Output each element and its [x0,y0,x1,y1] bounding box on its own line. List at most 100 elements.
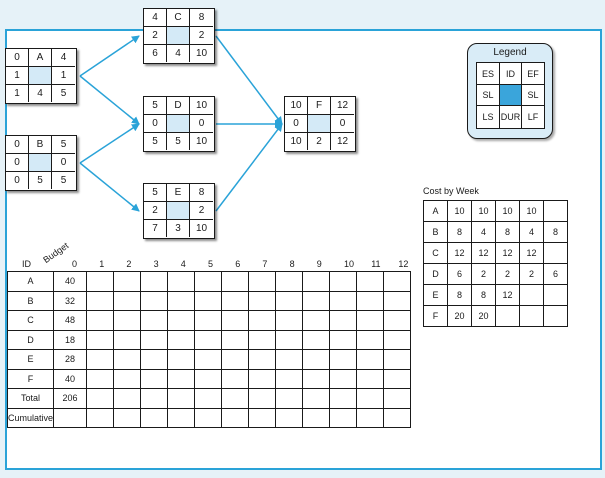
budget-week-cell[interactable] [167,329,196,350]
arrow-b-e [79,162,140,212]
budget-week-cell[interactable] [86,290,115,311]
legend-sl-right: SL [522,85,544,106]
budget-week-cell[interactable] [113,349,142,370]
budget-week-cell[interactable] [194,388,223,409]
budget-week-cell[interactable] [356,271,385,292]
budget-week-cell[interactable] [113,271,142,292]
budget-week-cell[interactable] [167,310,196,331]
budget-week-cell[interactable] [329,271,358,292]
budget-week-cell[interactable] [221,290,250,311]
budget-week-cell[interactable] [329,290,358,311]
budget-week-cell[interactable] [275,329,304,350]
budget-week-cell[interactable] [167,290,196,311]
budget-week-cell[interactable] [356,290,385,311]
budget-week-cell[interactable] [86,388,115,409]
budget-week-cell[interactable] [356,349,385,370]
budget-week-cell[interactable] [86,310,115,331]
budget-week-cell[interactable] [356,329,385,350]
budget-week-cell[interactable] [302,271,331,292]
budget-week-cell[interactable] [248,310,277,331]
budget-week-cell[interactable] [113,388,142,409]
budget-week-cell[interactable] [356,388,385,409]
budget-week-cell[interactable] [356,310,385,331]
budget-week-cell[interactable] [221,368,250,389]
budget-week-cell[interactable] [302,368,331,389]
budget-week-cell[interactable] [248,271,277,292]
budget-week-cell[interactable] [140,388,169,409]
budget-week-cell[interactable] [86,407,115,428]
budget-week-cell[interactable] [383,290,412,311]
budget-week-cell[interactable] [329,329,358,350]
budget-week-cell[interactable] [248,290,277,311]
budget-week-cell[interactable] [113,407,142,428]
budget-week-cell[interactable] [356,368,385,389]
budget-week-cell[interactable] [383,310,412,331]
budget-week-cell[interactable] [383,388,412,409]
budget-week-cell[interactable] [248,349,277,370]
budget-week-cell[interactable] [140,290,169,311]
budget-week-cell[interactable] [302,290,331,311]
budget-week-cell[interactable] [140,349,169,370]
budget-week-cell[interactable] [302,349,331,370]
budget-week-cell[interactable] [221,310,250,331]
budget-week-cell[interactable] [194,290,223,311]
budget-week-cell[interactable] [167,407,196,428]
budget-week-cell[interactable] [383,329,412,350]
budget-week-cell[interactable] [86,329,115,350]
budget-week-cell[interactable] [167,368,196,389]
budget-week-cell[interactable] [86,271,115,292]
budget-week-cell[interactable] [194,407,223,428]
budget-week-cell[interactable] [221,349,250,370]
budget-week-cell[interactable] [329,349,358,370]
budget-week-cell[interactable] [221,271,250,292]
budget-week-cell[interactable] [113,368,142,389]
cost-cell [495,305,520,327]
budget-week-cell[interactable] [113,329,142,350]
budget-week-cell[interactable] [113,310,142,331]
budget-week-cell[interactable] [275,388,304,409]
budget-week-cell[interactable] [275,271,304,292]
budget-week-cell[interactable] [248,329,277,350]
budget-week-cell[interactable] [275,290,304,311]
budget-week-cell[interactable] [383,271,412,292]
budget-week-cell[interactable] [248,368,277,389]
budget-week-cell[interactable] [383,349,412,370]
budget-week-cell[interactable] [302,388,331,409]
budget-week-cell[interactable] [302,407,331,428]
budget-week-cell[interactable] [329,407,358,428]
budget-week-cell[interactable] [302,310,331,331]
budget-week-cell[interactable] [140,407,169,428]
budget-week-cell[interactable] [275,310,304,331]
budget-week-cell[interactable] [248,407,277,428]
budget-week-cell[interactable] [329,310,358,331]
budget-week-cell[interactable] [221,388,250,409]
budget-week-cell[interactable] [329,368,358,389]
budget-week-cell[interactable] [86,368,115,389]
budget-week-cell[interactable] [167,271,196,292]
budget-week-cell[interactable] [383,368,412,389]
budget-week-cell[interactable] [140,368,169,389]
budget-week-cell[interactable] [356,407,385,428]
budget-week-cell[interactable] [140,310,169,331]
budget-week-cell[interactable] [194,349,223,370]
budget-week-cell[interactable] [167,388,196,409]
budget-week-cell[interactable] [194,271,223,292]
budget-week-cell[interactable] [140,271,169,292]
budget-week-cell[interactable] [167,349,196,370]
budget-week-cell[interactable] [275,407,304,428]
budget-week-cell[interactable] [194,310,223,331]
budget-week-cell[interactable] [329,388,358,409]
budget-week-cell[interactable] [113,290,142,311]
budget-week-cell[interactable] [140,329,169,350]
node-b-dur: 5 [29,172,52,189]
budget-week-cell[interactable] [248,388,277,409]
budget-week-cell[interactable] [221,329,250,350]
budget-week-cell[interactable] [302,329,331,350]
budget-week-cell[interactable] [86,349,115,370]
budget-week-cell[interactable] [275,368,304,389]
budget-week-cell[interactable] [194,329,223,350]
budget-week-cell[interactable] [194,368,223,389]
budget-week-cell[interactable] [275,349,304,370]
budget-week-cell[interactable] [221,407,250,428]
budget-week-cell[interactable] [383,407,412,428]
